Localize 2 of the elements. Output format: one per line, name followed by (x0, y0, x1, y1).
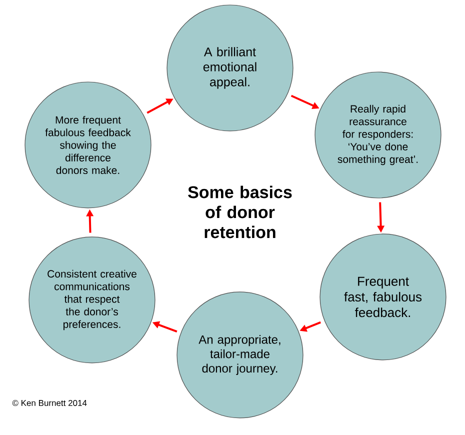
copyright-note: © Ken Burnett 2014 (12, 400, 87, 406)
title: Some basics of donor retention (188, 186, 292, 238)
